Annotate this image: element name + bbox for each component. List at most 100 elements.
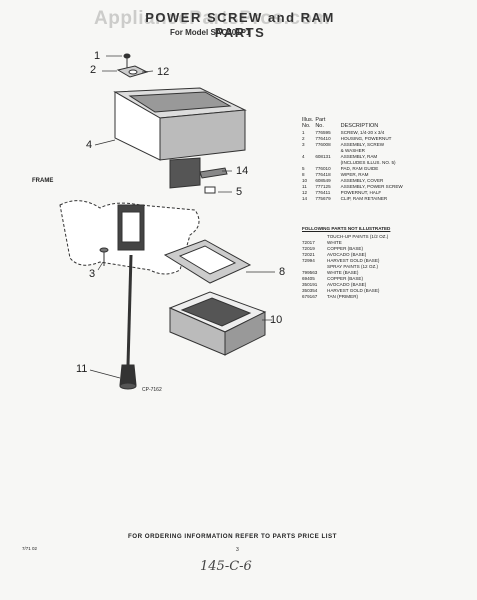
table-cell-desc: WHITE (BASE) <box>327 270 359 275</box>
table-cell-illus: 1 <box>302 130 305 135</box>
table-row: 72994 HARVEST GOLD (BASE) <box>302 258 391 264</box>
header-illus: Illus. <box>302 117 314 123</box>
header-part: Part <box>315 117 326 123</box>
table-cell-part: 608131 <box>315 154 331 159</box>
table-cell-part: 350354 <box>302 288 318 293</box>
power-screw-part-11 <box>119 254 137 390</box>
table-cell-desc: COPPER (BASE) <box>327 276 363 281</box>
table-cell-desc: ASSEMBLY, COVER <box>340 178 384 183</box>
table-cell-part: 72994 <box>302 258 315 263</box>
table-cell-desc: TOUCH-UP PAINTS (1/2 OZ.) <box>327 234 389 239</box>
table-cell-illus: 14 <box>302 196 308 201</box>
table-cell-illus: 4 <box>302 154 305 159</box>
powernut-housing-part-2 <box>116 65 149 78</box>
table-cell-part: 799563 <box>302 270 318 275</box>
table-row: 10 608549 ASSEMBLY, COVER <box>302 178 405 184</box>
table-cell-part: 775679 <box>315 196 331 201</box>
callout-11: 11 <box>76 363 88 375</box>
table-cell-desc: AVOCADO (BASE) <box>327 252 367 257</box>
table-cell-desc: COPPER (BASE) <box>327 246 363 251</box>
screw-washer-part-3 <box>99 247 109 266</box>
header-description: DESCRIPTION <box>340 123 379 129</box>
leader-lines <box>89 55 275 379</box>
watermark: AppliancePartsPros.com <box>94 8 330 29</box>
ordering-info: FOR ORDERING INFORMATION REFER TO PARTS … <box>128 533 337 540</box>
table-cell-desc: HARVEST GOLD (BASE) <box>327 258 380 263</box>
table-cell-part: 777125 <box>315 184 331 189</box>
table-cell-desc: WHITE <box>327 240 342 245</box>
table-row: 2 776410 HOUSING, POWERNUT <box>302 136 405 142</box>
ram-retainer-clip-part-14 <box>199 167 228 179</box>
table-row: 11 777125 ASSEMBLY, POWER SCREW <box>302 184 405 190</box>
table-cell-illus: 2 <box>302 136 305 141</box>
document-code: 7/71 02 <box>22 546 38 551</box>
table-row: 12 776411 POWERNUT, HALF <box>302 190 405 196</box>
table-cell-part: 679167 <box>302 294 318 299</box>
table-row: TOUCH-UP PAINTS (1/2 OZ.) <box>302 234 391 240</box>
callout-1: 1 <box>94 50 101 62</box>
ram-wiper-part-8 <box>163 239 252 284</box>
table-cell-desc: POWERNUT, HALF <box>340 190 382 195</box>
table-cell-desc: HOUSING, POWERNUT <box>340 136 392 141</box>
table-row: (INCLUDES ILLUS. NO. 5) <box>302 160 405 166</box>
table-cell-desc: AVOCADO (BASE) <box>327 282 367 287</box>
table-cell-desc: HARVEST GOLD (BASE) <box>327 288 380 293</box>
table-cell-part: 776410 <box>315 136 331 141</box>
table-row: 14 775679 CLIP, RAM RETAINER <box>302 196 405 202</box>
table-cell-desc: ASSEMBLY, POWER SCREW <box>340 184 403 189</box>
table-cell-illus: 5 <box>302 166 305 171</box>
table-cell-desc: ASSEMBLY, RAM <box>340 154 378 159</box>
callout-3: 3 <box>89 268 96 280</box>
table-row: 72017 WHITE <box>302 240 391 246</box>
exploded-diagram <box>59 53 275 390</box>
table-cell-part: 776411 <box>315 190 331 195</box>
table-cell-illus: 10 <box>302 178 308 183</box>
table-cell-illus: 8 <box>302 172 305 177</box>
table-cell-desc: CLIP, RAM RETAINER <box>340 196 388 201</box>
callout-5: 5 <box>236 186 243 198</box>
table-cell-part: 69405 <box>302 276 315 281</box>
table-row: 350191 AVOCADO (BASE) <box>302 282 391 288</box>
table-cell-illus: 12 <box>302 190 308 195</box>
not-illustrated-heading: FOLLOWING PARTS NOT ILLUSTRATED <box>302 226 391 231</box>
diagram-code: CP-7162 <box>142 387 162 393</box>
table-cell-desc: (INCLUDES ILLUS. NO. 5) <box>340 160 396 165</box>
table-row: 4 608131 ASSEMBLY, RAM <box>302 154 405 160</box>
table-row: 8 776418 WIPER, RAM <box>302 172 405 178</box>
table-cell-desc: SPRAY PAINTS (12 OZ.) <box>327 264 379 269</box>
frame-outline <box>59 200 200 275</box>
callout-10: 10 <box>270 314 283 326</box>
table-cell-part: 350191 <box>302 282 318 287</box>
table-cell-part: 608549 <box>315 178 331 183</box>
table-cell-part: 72017 <box>302 240 315 245</box>
table-cell-part: 776418 <box>315 172 331 177</box>
ram-guide-pad-part-5 <box>204 186 216 194</box>
screw-part-1 <box>123 53 131 68</box>
table-cell-desc: PAD, RAM GUIDE <box>340 166 379 171</box>
table-row: 799563 WHITE (BASE) <box>302 270 391 276</box>
frame-label: FRAME <box>32 178 54 184</box>
ram-assembly-part-4 <box>113 87 247 189</box>
page-title: POWER SCREW and RAM PARTS <box>145 10 335 40</box>
handwritten-note: 145-C-6 <box>200 559 252 574</box>
table-cell-desc: SCREW, 1/4-20 x 3/4 <box>340 130 385 135</box>
table-cell-desc: ASSEMBLY, SCREW <box>340 142 385 147</box>
callout-8: 8 <box>279 266 286 278</box>
table-cell-illus: 11 <box>302 184 307 189</box>
callout-12: 12 <box>157 66 170 78</box>
header-no-1: No. <box>302 123 311 129</box>
callout-14: 14 <box>236 165 249 177</box>
callout-4: 4 <box>86 139 93 151</box>
table-cell-illus: 3 <box>302 142 305 147</box>
table-row: SPRAY PAINTS (12 OZ.) <box>302 264 391 270</box>
table-cell-desc: WIPER, RAM <box>340 172 369 177</box>
